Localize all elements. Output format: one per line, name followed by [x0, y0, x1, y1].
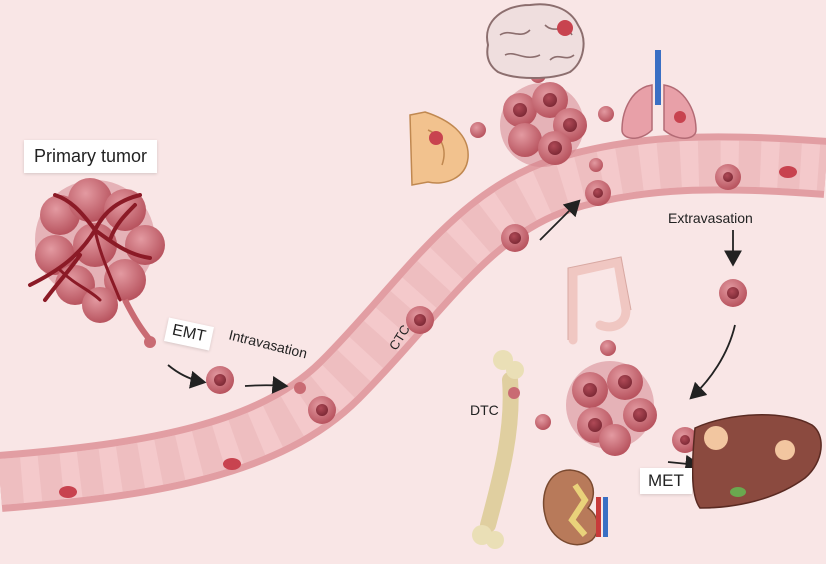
- kidney-icon: [542, 469, 608, 546]
- extravasation-label: Extravasation: [668, 210, 753, 226]
- lower-metastatic-cluster: [535, 340, 698, 456]
- dtc-label: DTC: [470, 402, 499, 418]
- breast-icon: [409, 111, 469, 186]
- liver-icon: [691, 414, 822, 509]
- primary-tumor-label: Primary tumor: [24, 140, 158, 173]
- met-label: MET: [640, 468, 692, 494]
- migrating-cells: [206, 164, 747, 424]
- bone-icon: [472, 350, 524, 549]
- colon-outline: [567, 256, 632, 340]
- brain-icon: [486, 3, 585, 79]
- colon-icon: [568, 256, 631, 345]
- blood-vessel: [0, 133, 826, 512]
- lung-icon: [621, 50, 697, 139]
- primary-tumor-icon: [28, 178, 165, 348]
